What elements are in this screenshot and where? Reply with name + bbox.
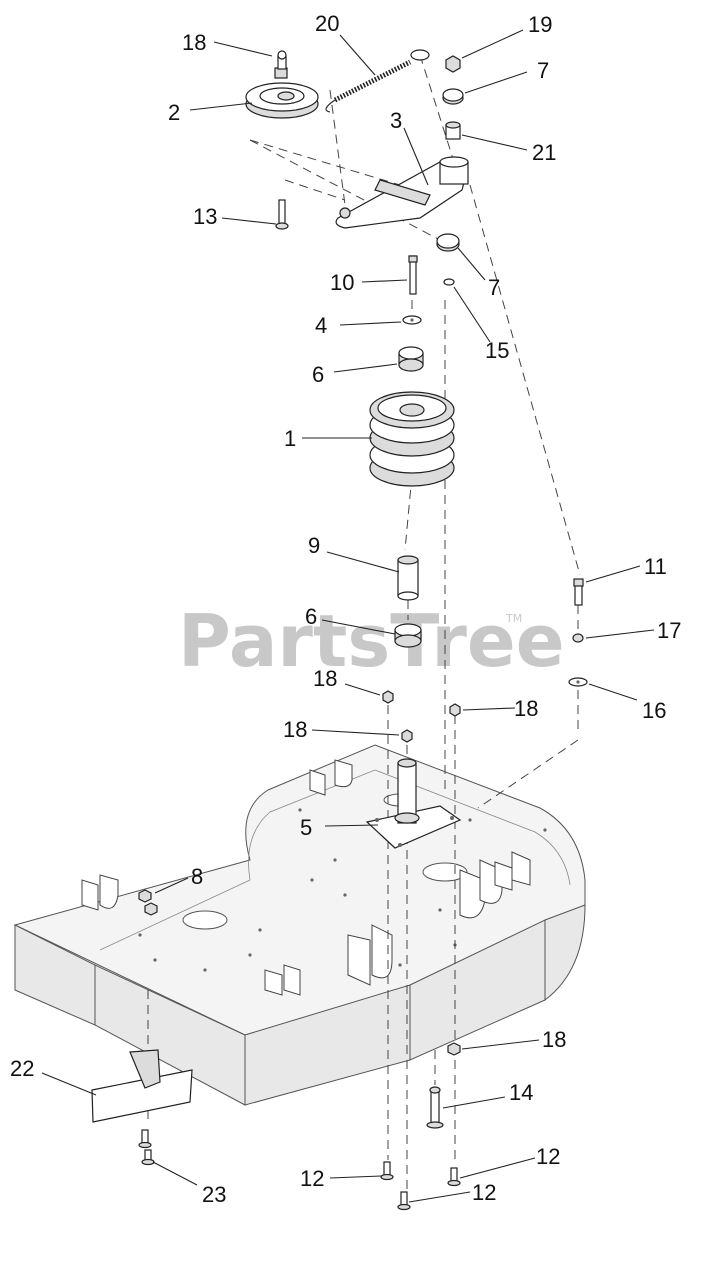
callout-21-spacer: 21 (532, 140, 556, 165)
shoulder-bolt-13 (275, 199, 289, 230)
callout-9-spacer: 9 (308, 533, 320, 558)
callout-6-bearing-bottom: 6 (305, 604, 317, 629)
flat-washer-16 (568, 677, 588, 687)
leader-lines (41, 29, 655, 1203)
grease-fitting-18 (274, 50, 288, 79)
callout-10-bolt: 10 (330, 270, 354, 295)
callout-23-screws: 23 (202, 1182, 226, 1207)
bearing-6-bottom (394, 623, 422, 648)
extension-spring-20 (325, 49, 430, 113)
spacer-21 (445, 121, 461, 140)
washer-15 (443, 278, 455, 286)
hex-nut-19 (445, 55, 461, 73)
bolt-11 (573, 578, 584, 606)
mower-deck (13, 744, 586, 1106)
watermark-trademark: TM (505, 612, 522, 625)
callout-18-nut-left: 18 (313, 666, 337, 691)
screws-23 (138, 1129, 155, 1166)
bearing-6-top (398, 346, 424, 372)
bearing-7-top (442, 88, 464, 105)
nuts-8 (138, 889, 158, 916)
callout-12-screw-c: 12 (472, 1180, 496, 1205)
callout-19-hex-nut: 19 (528, 12, 552, 37)
deflector-22 (91, 1049, 193, 1123)
lock-washer-17 (572, 633, 584, 643)
callout-12-screw-a: 12 (300, 1166, 324, 1191)
callout-18-grease-fitting: 18 (182, 30, 206, 55)
idler-arm-3 (335, 156, 469, 229)
callout-12-screw-b: 12 (536, 1144, 560, 1169)
callout-6-bearing-top: 6 (312, 362, 324, 387)
callout-18-nut-center: 18 (283, 717, 307, 742)
bolt-10 (408, 255, 418, 295)
nut-18-left (382, 690, 394, 704)
screw-12-b (447, 1167, 461, 1187)
callout-7-bearing-bottom: 7 (488, 275, 500, 300)
callout-14-bolt: 14 (509, 1080, 533, 1105)
callout-20-spring: 20 (315, 11, 339, 36)
watermark-text: PartsTree (178, 599, 565, 683)
callout-17-lock-washer: 17 (657, 618, 681, 643)
callout-18-nut-lower: 18 (542, 1027, 566, 1052)
spindle-assembly-5 (365, 758, 462, 849)
callout-22-deflector: 22 (10, 1056, 34, 1081)
idler-pulley-2 (245, 82, 319, 119)
callout-8-nuts: 8 (191, 864, 203, 889)
callout-3-idler-arm: 3 (390, 108, 402, 133)
nut-18-right (449, 703, 461, 717)
screw-12-c (397, 1191, 411, 1211)
washer-4 (402, 315, 422, 325)
callout-18-nut-right: 18 (514, 696, 538, 721)
callout-11-bolt: 11 (644, 554, 667, 579)
callout-5-spindle: 5 (300, 815, 312, 840)
callout-1-double-pulley: 1 (284, 426, 296, 451)
spacer-9 (397, 555, 419, 601)
nut-18-lower (447, 1042, 461, 1056)
callout-16-flat-washer: 16 (642, 698, 666, 723)
callout-13-shoulder-bolt: 13 (193, 204, 217, 229)
assembly-lines (147, 54, 581, 1190)
callout-15-washer: 15 (485, 338, 509, 363)
nut-18-center (401, 729, 413, 743)
callout-2-idler-pulley: 2 (168, 100, 180, 125)
double-pulley-1 (369, 391, 455, 487)
screw-12-a (380, 1161, 394, 1181)
callout-7-bearing-top: 7 (537, 58, 549, 83)
callout-4-washer: 4 (315, 313, 327, 338)
bearing-7-bottom (436, 233, 460, 252)
callouts: 18 20 19 2 7 3 21 13 10 7 4 15 6 1 9 11 … (10, 11, 681, 1207)
bolt-14 (426, 1086, 444, 1129)
